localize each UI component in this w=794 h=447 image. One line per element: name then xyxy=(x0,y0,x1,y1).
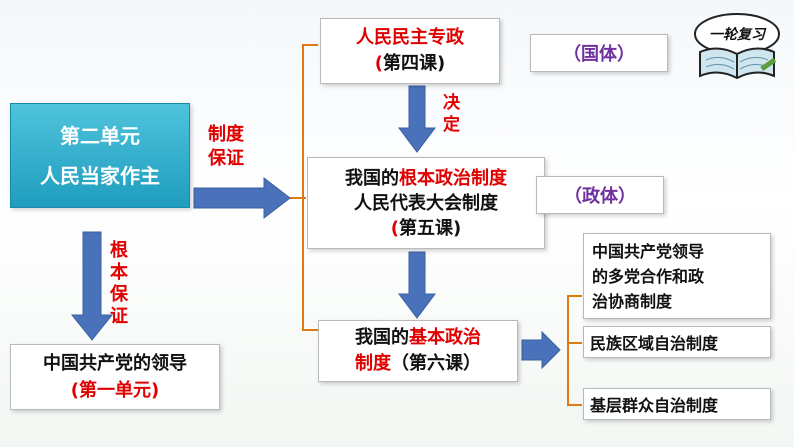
root-guarantee-char-1: 根 xyxy=(110,240,128,261)
state-nature-box: （国体） xyxy=(530,34,668,72)
arrow-root-guarantee xyxy=(70,231,114,341)
state-nature-label: （国体） xyxy=(563,44,635,65)
decide-line1: 决 xyxy=(443,93,460,113)
party-line2: (第一单元) xyxy=(70,380,160,401)
dictatorship-title: 人民民主专政 xyxy=(356,27,464,48)
arrow-decide xyxy=(398,85,436,153)
book-icon xyxy=(694,13,780,80)
multi-party-line3: 治协商制度 xyxy=(592,291,673,311)
arrow-fundamental-to-basic xyxy=(398,251,436,319)
basic-system-box: 我国的基本政治 制度（第六课） xyxy=(318,320,518,382)
root-guarantee-char-3: 保 xyxy=(110,284,128,305)
party-line1: 中国共产党的领导 xyxy=(43,353,187,374)
dictatorship-lesson-line: (第四课) xyxy=(375,51,445,77)
fundamental-line2: 人民代表大会制度 xyxy=(354,192,498,214)
party-leadership-box: 中国共产党的领导 (第一单元) xyxy=(10,344,220,410)
decide-label: 决 定 xyxy=(443,92,460,136)
root-guarantee-char-4: 证 xyxy=(110,306,128,327)
review-badge-label: 一轮复习 xyxy=(709,27,765,43)
government-form-label: （政体） xyxy=(564,186,636,207)
unit-box: 第二单元 人民当家作主 xyxy=(10,103,190,208)
basic-line1: 我国的基本政治 xyxy=(355,325,481,351)
unit-title-line1: 第二单元 xyxy=(60,123,140,148)
systems-bracket-line xyxy=(567,295,582,406)
fundamental-lesson: 第五课) xyxy=(399,217,462,239)
unit-title-line2: 人民当家作主 xyxy=(40,163,160,188)
regional-autonomy-label: 民族区域自治制度 xyxy=(590,334,719,353)
arrow-basic-to-systems xyxy=(521,330,561,370)
dictatorship-lesson-paren: ( xyxy=(374,53,383,74)
basic-line2: 制度（第六课） xyxy=(355,351,481,377)
basic-highlight1: 基本政治 xyxy=(409,327,481,348)
government-form-box: （政体） xyxy=(536,176,664,214)
fundamental-lesson-line: (第五课) xyxy=(391,216,461,241)
system-multi-party-cooperation: 中国共产党领导 的多党合作和政 治协商制度 xyxy=(583,233,771,319)
arrow-system-guarantee xyxy=(193,176,291,220)
review-badge: 一轮复习 xyxy=(688,4,786,84)
basic-prefix: 我国的 xyxy=(355,327,409,348)
root-guarantee-label: 根 本 保 证 xyxy=(110,240,128,328)
system-guarantee-line2: 保证 xyxy=(208,148,244,169)
system-regional-ethnic-autonomy: 民族区域自治制度 xyxy=(583,326,771,358)
system-guarantee-label: 制度 保证 xyxy=(208,123,244,171)
fundamental-lesson-paren: ( xyxy=(390,217,399,239)
fundamental-system-box: 我国的根本政治制度 人民代表大会制度 (第五课) xyxy=(307,157,545,249)
basic-lesson: （第六课） xyxy=(391,353,481,374)
system-guarantee-line1: 制度 xyxy=(208,124,244,145)
root-guarantee-char-2: 本 xyxy=(110,262,128,283)
dictatorship-lesson: 第四课) xyxy=(383,53,446,74)
fundamental-highlight: 根本政治制度 xyxy=(399,167,507,189)
multi-party-line2: 的多党合作和政 xyxy=(592,266,705,286)
system-grassroots-self-governance: 基层群众自治制度 xyxy=(583,388,771,420)
grassroots-label: 基层群众自治制度 xyxy=(590,396,719,415)
main-bracket-line xyxy=(302,44,318,331)
fundamental-prefix: 我国的 xyxy=(345,167,399,189)
fundamental-line1: 我国的根本政治制度 xyxy=(345,166,507,191)
multi-party-line1: 中国共产党领导 xyxy=(592,241,705,261)
dictatorship-box: 人民民主专政 (第四课) xyxy=(320,18,500,84)
decide-line2: 定 xyxy=(443,115,460,135)
basic-highlight2: 制度 xyxy=(355,353,391,374)
